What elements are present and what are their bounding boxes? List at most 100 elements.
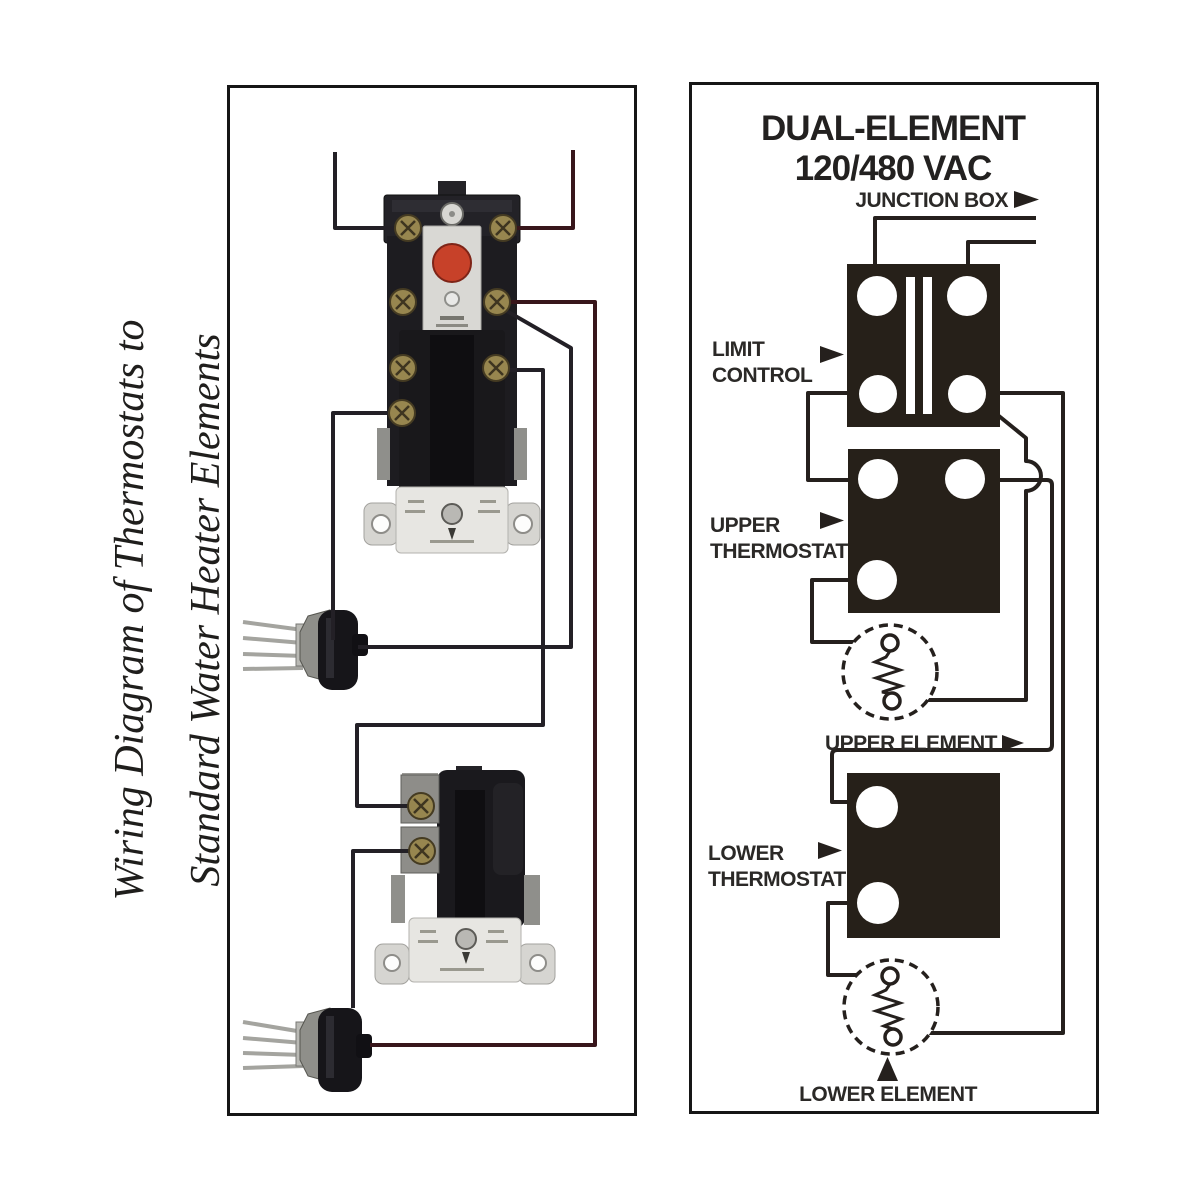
limit-terminal: [948, 375, 986, 413]
reset-button: [432, 243, 472, 283]
element-terminal-tip: [356, 1034, 372, 1058]
right-ear-hole: [513, 514, 533, 534]
plate-center-screw: [455, 928, 477, 950]
right-mounting-clip: [524, 875, 540, 925]
thermostat-terminal: [857, 882, 899, 924]
upper-heating-element: [242, 609, 368, 690]
wire-junction-2: [966, 240, 1036, 264]
lower-element-arrow-up-icon: [877, 1057, 898, 1081]
wire-supply-right: [504, 150, 575, 230]
element-prong: [242, 1036, 304, 1045]
upper-thermostat-symbol: [848, 449, 1000, 613]
limit-contact-bar: [923, 277, 932, 414]
face-dial-screw: [444, 291, 460, 307]
upper-element-arrow-right-icon: [1002, 735, 1024, 751]
switch-body-shade: [430, 335, 474, 485]
lower-thermostat-label-line-2: THERMOSTAT: [708, 868, 846, 891]
thermostat-terminal: [858, 459, 898, 499]
right-panel-drawing: DUAL-ELEMENT 120/480 VAC JUNCTION BOX LI…: [689, 82, 1099, 1114]
thermostat-terminal: [857, 560, 897, 600]
wire-to-upper-element-right: [358, 304, 573, 649]
limit-terminal: [859, 375, 897, 413]
upper-element-label: UPPER ELEMENT: [825, 732, 998, 755]
wire-to-upper-element-left: [331, 411, 403, 640]
junction-box-arrow-right-icon: [1014, 191, 1039, 208]
plate-marking: [418, 940, 438, 943]
plate-marking: [408, 500, 424, 503]
wire-lower-thermostat-to-element: [351, 849, 421, 1008]
resistor-zigzag: [870, 983, 906, 1031]
plate-marking: [488, 930, 504, 933]
limit-control-label-line-1: LIMIT: [712, 338, 765, 361]
plate-marking: [430, 540, 474, 543]
caption-line-1: Wiring Diagram of Thermostats to: [107, 319, 153, 901]
upper-element-symbol: [841, 623, 939, 721]
left-ear-hole: [371, 514, 391, 534]
plate-pointer-mark: [462, 952, 470, 964]
upper-thermostat-photo: [363, 181, 541, 554]
element-prong: [242, 1020, 304, 1034]
wire-to-lower-element: [370, 300, 597, 1047]
lower-thermostat-label-line-1: LOWER: [708, 842, 784, 865]
upper-thermostat-label-line-2: THERMOSTAT: [710, 540, 848, 563]
lower-thermostat-arrow-right-icon: [818, 842, 842, 859]
face-marking: [436, 324, 468, 327]
junction-box-label: JUNCTION BOX: [855, 189, 1008, 212]
limit-terminal: [857, 276, 897, 316]
plate-marking: [486, 940, 508, 943]
element-terminal: [880, 966, 900, 986]
wire-supply-left: [333, 152, 409, 230]
left-panel-wires: [331, 150, 597, 1047]
limit-control-symbol: [847, 264, 1000, 427]
element-terminal: [883, 1027, 903, 1047]
right-ear-hole: [529, 954, 547, 972]
wire-upper-thermostat-to-element: [810, 578, 883, 644]
vertical-caption: Wiring Diagram of Thermostats to Standar…: [92, 290, 244, 930]
upper-thermostat-label-line-1: UPPER: [710, 514, 780, 537]
left-panel-drawing: [227, 85, 637, 1116]
element-prong: [242, 666, 304, 671]
element-prong: [242, 636, 304, 645]
body-shade: [455, 790, 485, 920]
body-bump: [493, 783, 523, 875]
wire-limit-to-upper-thermostat: [806, 391, 849, 482]
upper-thermostat-arrow-right-icon: [820, 512, 844, 529]
wire-limit-to-upper-element-with-hop: [901, 410, 1043, 702]
element-prong: [242, 652, 304, 658]
resistor-zigzag: [870, 650, 906, 696]
element-terminal: [882, 691, 902, 711]
left-mounting-clip: [391, 875, 405, 923]
limit-control-label-line-2: CONTROL: [712, 364, 813, 387]
wire-upper-to-lower-thermostat: [830, 478, 1054, 804]
schematic-wires: [806, 216, 1065, 1035]
bottom-bracket-plate: [408, 917, 522, 983]
wire-limit-to-lower-element: [902, 391, 1065, 1035]
plate-marking: [420, 930, 436, 933]
plate-marking: [405, 510, 425, 513]
lower-heating-element: [242, 1007, 372, 1092]
right-panel: DUAL-ELEMENT 120/480 VAC JUNCTION BOX LI…: [689, 82, 1099, 1114]
lower-thermostat-symbol: [847, 773, 1000, 938]
wire-junction-1: [873, 216, 1036, 264]
face-marking: [440, 316, 464, 320]
element-cap-highlight: [326, 1016, 334, 1078]
upper-thermostat-top-tab: [438, 181, 466, 197]
title-line-2: 120/480 VAC: [795, 149, 992, 188]
terminal-screws: [388, 214, 517, 865]
wire-to-lower-thermostat: [355, 368, 545, 808]
title-line-1: DUAL-ELEMENT: [761, 109, 1026, 148]
right-mounting-clip: [514, 428, 527, 480]
thermostat-terminal: [945, 459, 985, 499]
element-cap: [318, 1008, 362, 1092]
plate-center-screw: [441, 503, 463, 525]
plate-marking: [478, 510, 500, 513]
element-terminal: [880, 633, 900, 653]
left-panel: [227, 85, 637, 1116]
element-prong: [242, 620, 304, 632]
limit-contact-bar: [906, 277, 915, 414]
element-prong: [242, 1051, 304, 1057]
limit-terminal: [947, 276, 987, 316]
left-mounting-clip: [377, 428, 390, 480]
bracket-screw-slot: [449, 211, 455, 217]
